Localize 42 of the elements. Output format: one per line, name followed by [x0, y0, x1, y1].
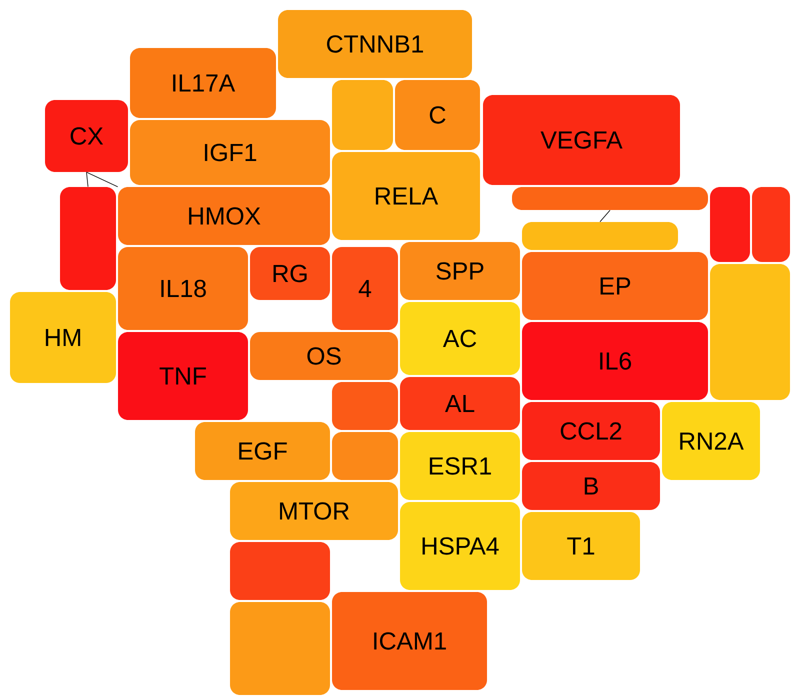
- gene-box: SPP: [400, 242, 520, 300]
- gene-box: C: [395, 80, 480, 150]
- gene-box: RG: [250, 247, 330, 300]
- gene-box: RELA: [332, 152, 480, 240]
- empty-box: [752, 187, 790, 262]
- empty-box: [710, 187, 750, 262]
- gene-box: IL17A: [130, 48, 276, 118]
- gene-box: IL18: [118, 247, 248, 330]
- gene-box: TNF: [118, 332, 248, 420]
- gene-box: CX: [45, 100, 128, 172]
- gene-box: HMOX: [118, 187, 330, 245]
- gene-box: IL6: [522, 322, 708, 400]
- edge-line: [600, 210, 610, 222]
- gene-box: EGF: [195, 422, 330, 480]
- gene-box: ICAM1: [332, 592, 487, 690]
- gene-box: 4: [332, 247, 398, 330]
- gene-box: IGF1: [130, 120, 330, 185]
- gene-box: CCL2: [522, 402, 660, 460]
- gene-box: HM: [10, 292, 116, 383]
- empty-box: [332, 80, 393, 150]
- empty-box: [230, 542, 330, 600]
- gene-box: HSPA4: [400, 502, 520, 590]
- gene-box: AL: [400, 377, 520, 430]
- empty-box: [522, 222, 678, 250]
- gene-box: VEGFA: [483, 95, 680, 185]
- gene-box: B: [522, 462, 660, 510]
- empty-box: [60, 187, 116, 290]
- gene-box: AC: [400, 302, 520, 375]
- gene-box: MTOR: [230, 482, 398, 540]
- gene-box: EP: [522, 252, 708, 320]
- gene-box: T1: [522, 512, 640, 580]
- empty-box: [230, 602, 330, 695]
- empty-box: [332, 382, 398, 430]
- gene-box: CTNNB1: [278, 10, 472, 78]
- empty-box: [710, 264, 790, 400]
- empty-box: [512, 187, 708, 210]
- edge-line: [86, 172, 118, 188]
- edge-line: [86, 172, 88, 188]
- gene-box: RN2A: [662, 402, 760, 480]
- gene-box: ESR1: [400, 432, 520, 500]
- gene-box: OS: [250, 332, 398, 380]
- empty-box: [332, 432, 398, 480]
